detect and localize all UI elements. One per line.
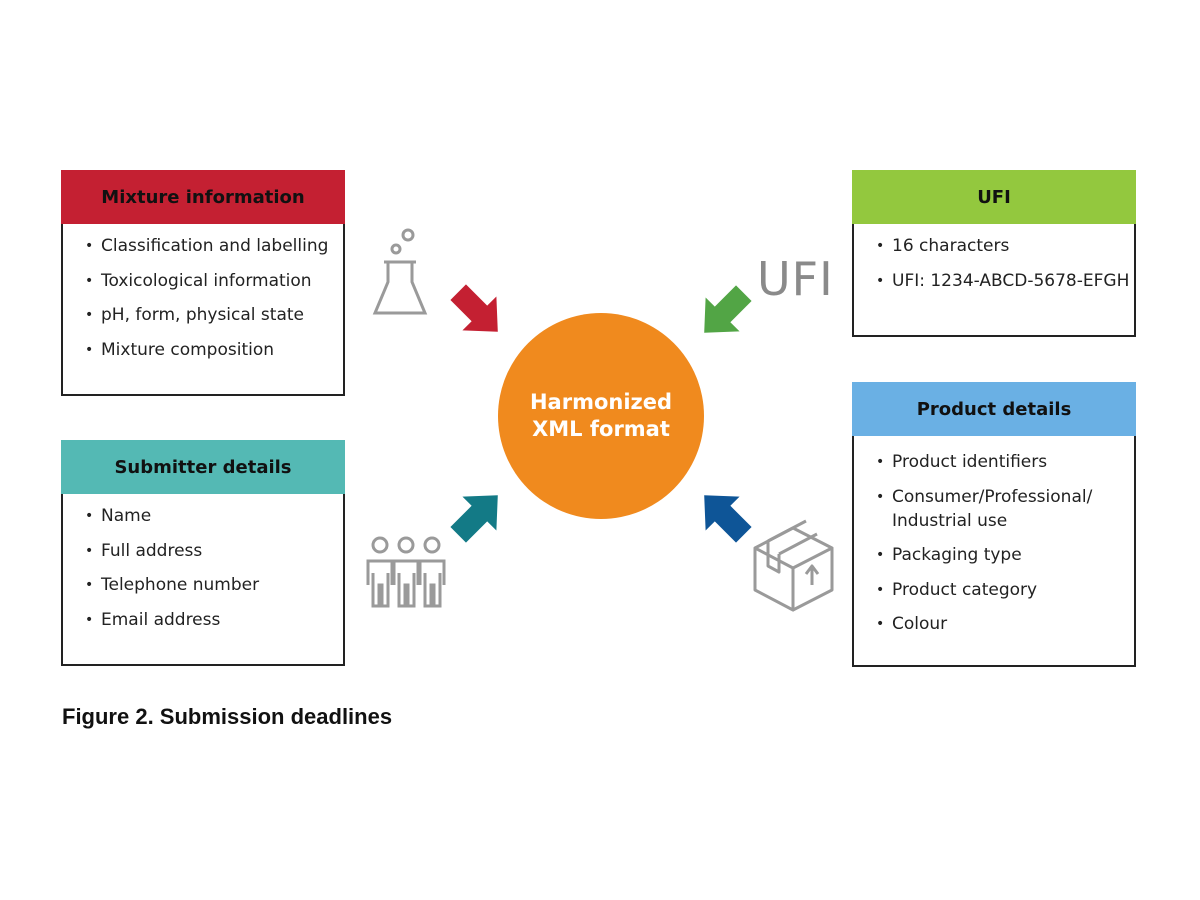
list-item: Telephone number: [83, 573, 343, 597]
arrow-shape: [704, 285, 752, 333]
list-item: Product category: [874, 578, 1134, 602]
list-item: 16 characters: [874, 234, 1134, 258]
list-item: Product identifiers: [874, 450, 1134, 474]
list-item: Colour: [874, 612, 1134, 636]
arrow-submitter-to-hub: [450, 495, 498, 543]
harmonized-xml-hub: Harmonized XML format: [498, 313, 704, 519]
list-item: Mixture composition: [83, 338, 343, 362]
product-details-list: Product identifiersConsumer/Professional…: [874, 450, 1134, 636]
mixture-information-body: Classification and labellingToxicologica…: [61, 224, 345, 396]
arrow-product-to-hub: [704, 495, 752, 543]
product-details-header: Product details: [852, 382, 1136, 436]
submitter-details-header: Submitter details: [61, 440, 345, 494]
mixture-information-header: Mixture information: [61, 170, 345, 224]
figure-caption: Figure 2. Submission deadlines: [62, 704, 393, 729]
flask-icon: [372, 228, 428, 315]
submitter-details-list: NameFull addressTelephone numberEmail ad…: [83, 504, 343, 632]
list-item: Full address: [83, 539, 343, 563]
mixture-information-list: Classification and labellingToxicologica…: [83, 234, 343, 362]
ufi-header: UFI: [852, 170, 1136, 224]
people-icon: [366, 536, 446, 608]
submitter-details-box: Submitter details NameFull addressTeleph…: [61, 440, 345, 666]
package-icon: [753, 519, 834, 612]
ufi-body: 16 charactersUFI: 1234-ABCD-5678-EFGH: [852, 224, 1136, 337]
list-item: Packaging type: [874, 543, 1134, 567]
product-details-body: Product identifiersConsumer/Professional…: [852, 436, 1136, 667]
arrow-mixture-to-hub: [450, 284, 498, 332]
arrow-shape: [450, 284, 498, 332]
list-item: pH, form, physical state: [83, 303, 343, 327]
arrow-ufi-to-hub: [704, 285, 752, 333]
list-item: Toxicological information: [83, 269, 343, 293]
list-item: Name: [83, 504, 343, 528]
arrow-shape: [704, 495, 752, 543]
submitter-details-body: NameFull addressTelephone numberEmail ad…: [61, 494, 345, 666]
ufi-box: UFI 16 charactersUFI: 1234-ABCD-5678-EFG…: [852, 170, 1136, 337]
product-details-box: Product details Product identifiersConsu…: [852, 382, 1136, 667]
list-item: Consumer/Professional/ Industrial use: [874, 485, 1134, 533]
hub-label: Harmonized XML format: [529, 390, 673, 441]
list-item: Classification and labelling: [83, 234, 343, 258]
list-item: Email address: [83, 608, 343, 632]
ufi-list: 16 charactersUFI: 1234-ABCD-5678-EFGH: [874, 234, 1134, 293]
ufi-text-icon: UFI: [757, 252, 834, 306]
mixture-information-box: Mixture information Classification and l…: [61, 170, 345, 396]
list-item: UFI: 1234-ABCD-5678-EFGH: [874, 269, 1134, 293]
arrow-shape: [450, 495, 498, 543]
